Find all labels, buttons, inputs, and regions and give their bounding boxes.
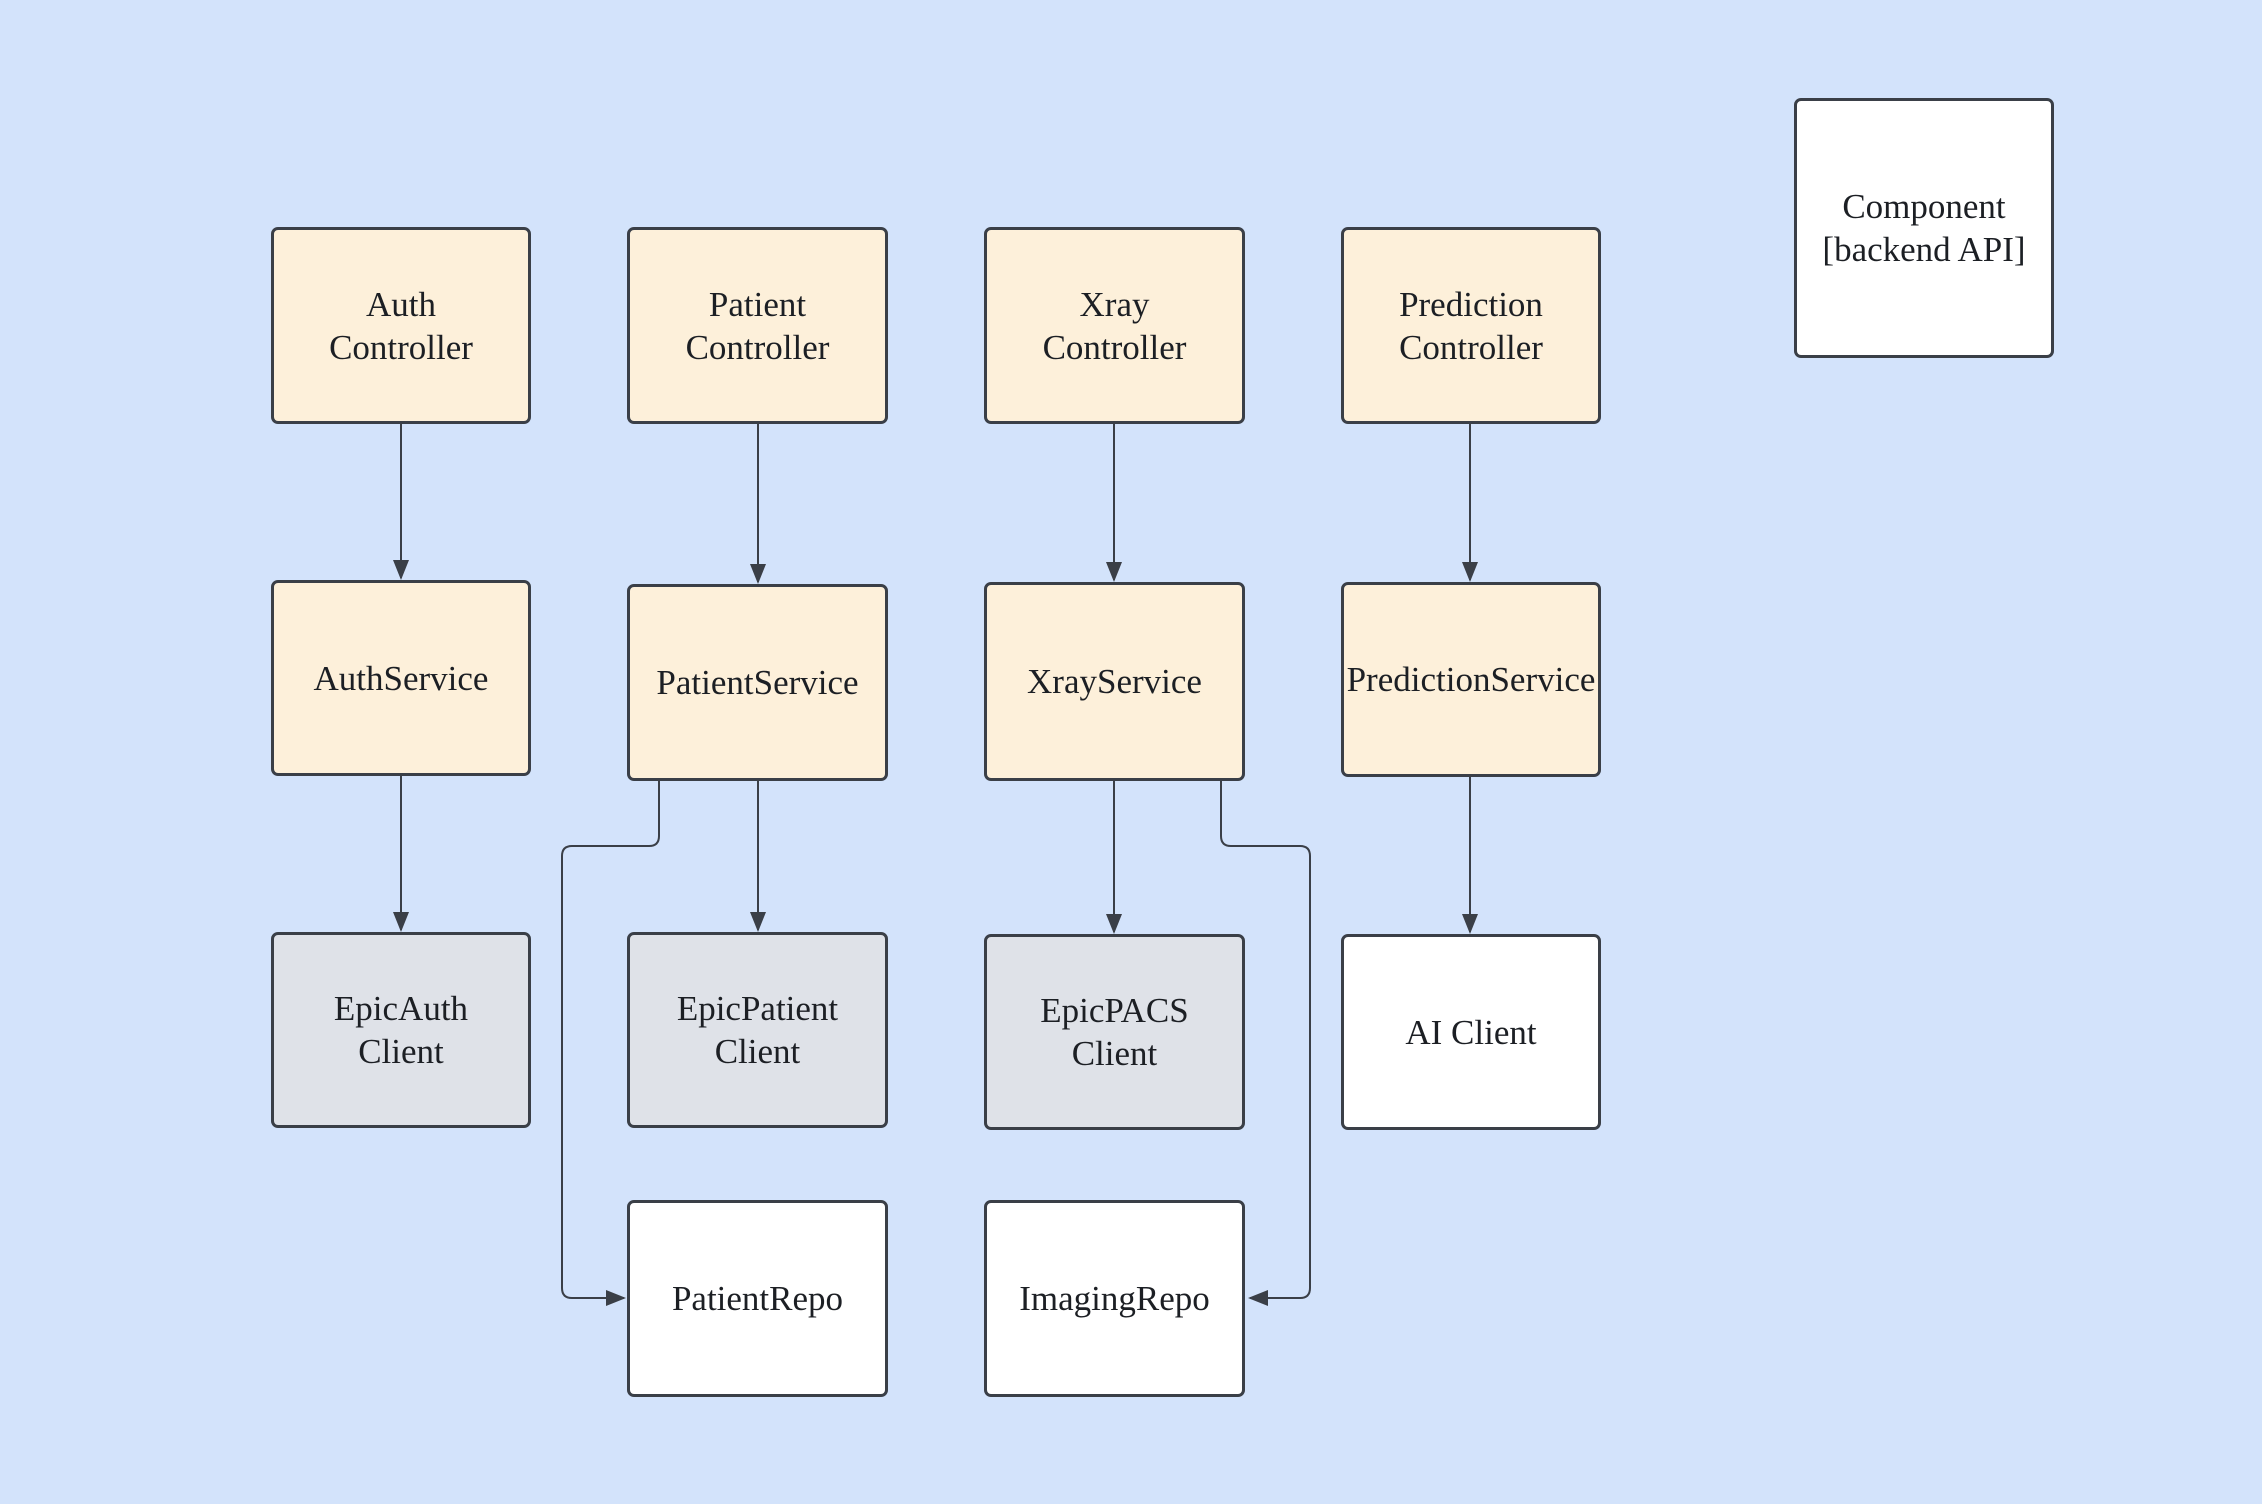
legend-component-box: Component [backend API]: [1794, 98, 2054, 358]
edge-xray-service-to-imaging-repo: [1220, 780, 1311, 1306]
xray-service-node[interactable]: XrayService: [984, 582, 1245, 781]
epic-auth-client-node[interactable]: EpicAuth Client: [271, 932, 531, 1128]
auth-service-label: AuthService: [313, 658, 489, 698]
prediction-service-label: PredictionService: [1346, 660, 1596, 699]
ai-client-label: AI Client: [1405, 1012, 1537, 1052]
epic-patient-client-node[interactable]: EpicPatient Client: [627, 932, 888, 1128]
epic-patient-client-label: EpicPatient Client: [676, 989, 839, 1071]
patient-repo-node[interactable]: PatientRepo: [627, 1200, 888, 1397]
edge-patient-service-to-patient-repo: [561, 780, 660, 1306]
auth-service-node[interactable]: AuthService: [271, 580, 531, 776]
epic-auth-client-label: EpicAuth Client: [333, 989, 469, 1071]
patient-service-label: PatientService: [656, 663, 859, 702]
patient-service-node[interactable]: PatientService: [627, 584, 888, 781]
prediction-controller-label: Prediction Controller: [1399, 284, 1543, 367]
auth-controller-node[interactable]: Auth Controller: [271, 227, 531, 424]
patient-repo-label: PatientRepo: [671, 1279, 844, 1318]
xray-service-label: XrayService: [1027, 662, 1202, 701]
legend-label: Component [backend API]: [1822, 187, 2026, 269]
patient-controller-node[interactable]: Patient Controller: [627, 227, 888, 424]
auth-controller-label: Auth Controller: [329, 284, 473, 367]
imaging-repo-node[interactable]: ImagingRepo: [984, 1200, 1245, 1397]
xray-controller-node[interactable]: Xray Controller: [984, 227, 1245, 424]
epic-pacs-client-node[interactable]: EpicPACS Client: [984, 934, 1245, 1130]
ai-client-node[interactable]: AI Client: [1341, 934, 1601, 1130]
epic-pacs-client-label: EpicPACS Client: [1040, 991, 1189, 1073]
imaging-repo-label: ImagingRepo: [1019, 1279, 1210, 1318]
patient-controller-label: Patient Controller: [685, 284, 830, 367]
prediction-service-node[interactable]: PredictionService: [1341, 582, 1601, 777]
xray-controller-label: Xray Controller: [1042, 284, 1187, 367]
prediction-controller-node[interactable]: Prediction Controller: [1341, 227, 1601, 424]
